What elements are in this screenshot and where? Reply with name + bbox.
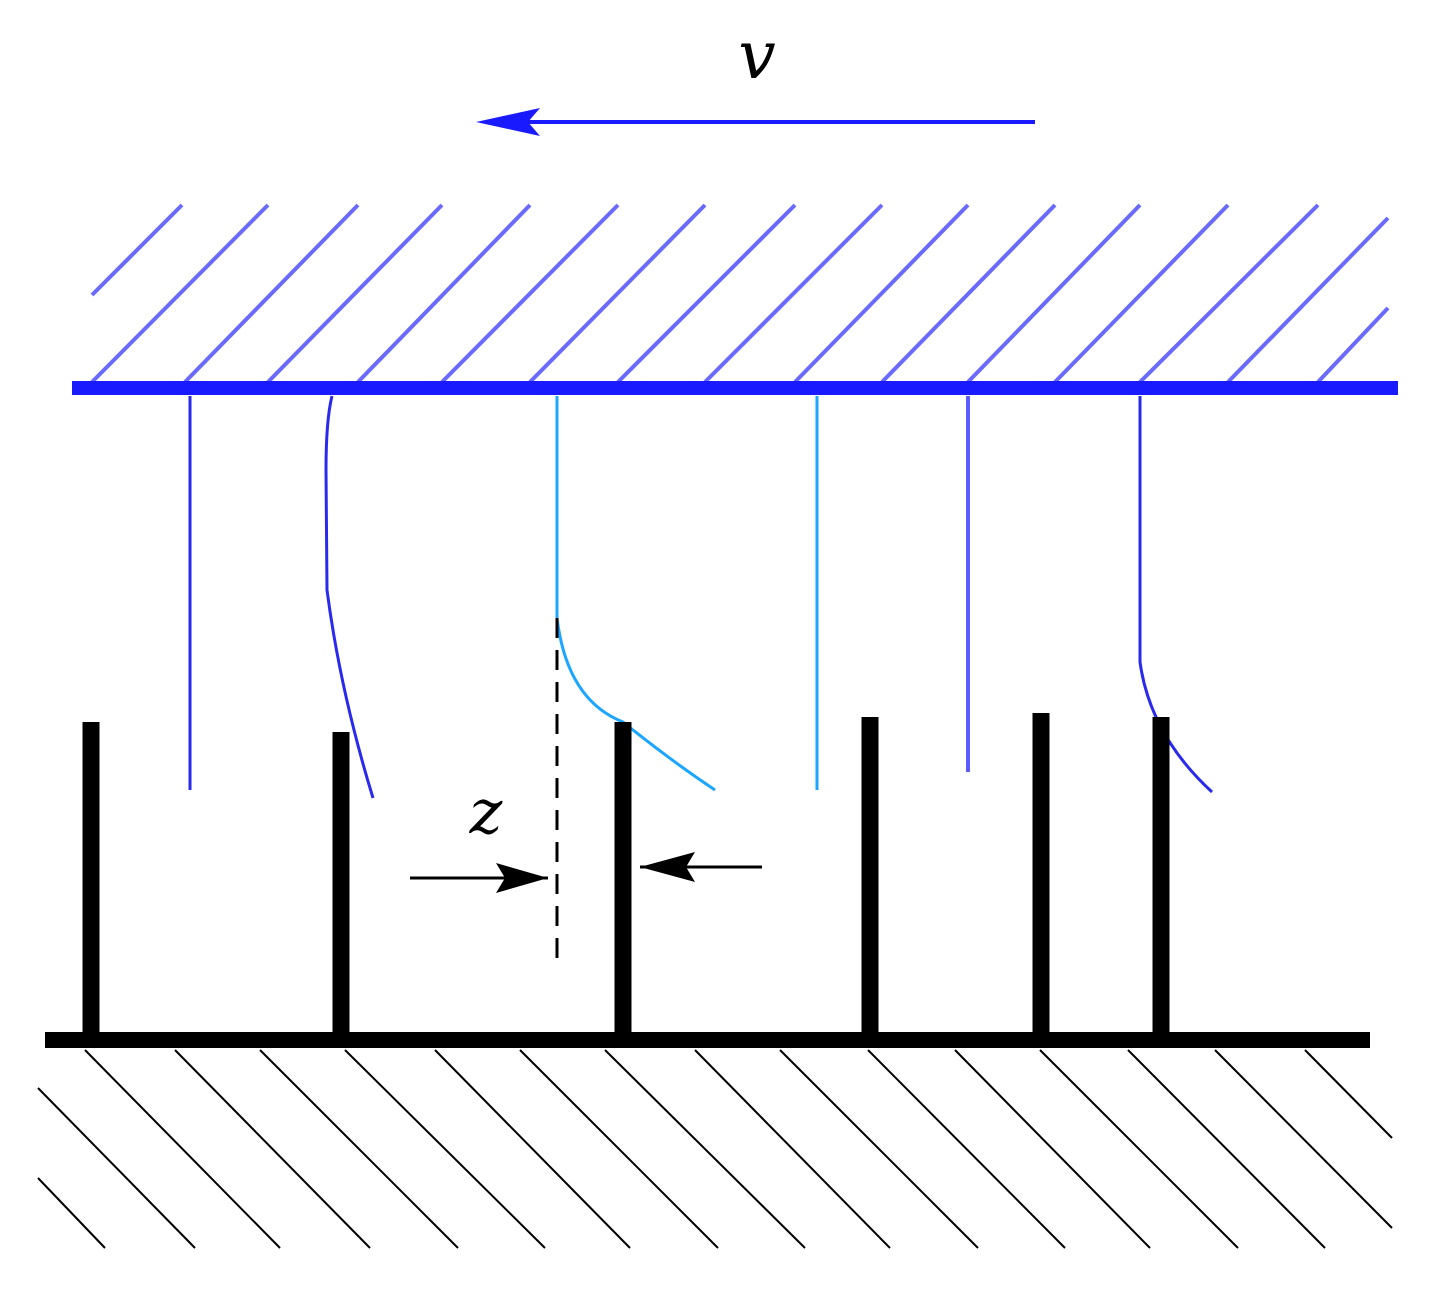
velocity-arrow (476, 108, 1035, 136)
lower-surface-hatch (37, 1049, 1393, 1249)
bristle (555, 396, 716, 792)
upper-surface-hatch (90, 203, 1390, 384)
bristle (1138, 396, 1214, 794)
clearance-label: z (469, 775, 503, 848)
velocity-label: v (738, 17, 775, 94)
bristles (188, 395, 1214, 799)
clearance-dimension (410, 618, 762, 970)
bristle (324, 395, 375, 799)
lower-surface-teeth (82, 713, 1170, 1040)
